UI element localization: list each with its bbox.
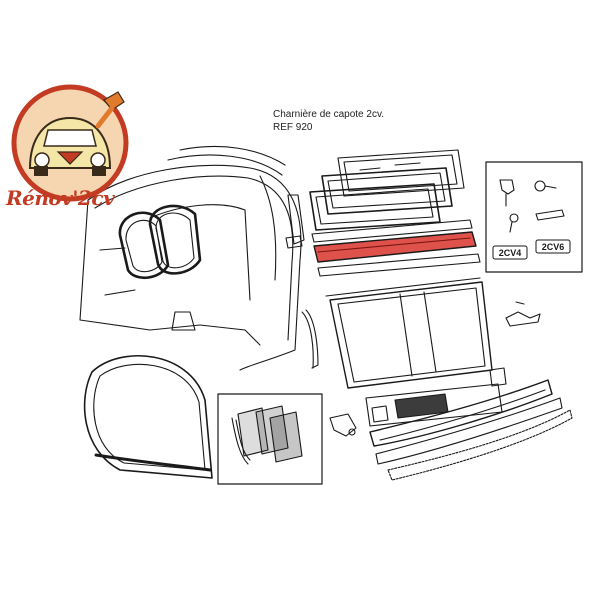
latch-bracket — [329, 413, 357, 437]
wheel-arch-cover — [83, 354, 213, 479]
rear-window-frame-set — [309, 149, 465, 231]
body-shell-outline — [79, 145, 302, 371]
badge-2cv4: 2CV4 — [492, 245, 528, 260]
hinge-bracket — [505, 301, 541, 327]
rear-quarter-window-left — [118, 211, 170, 279]
upper-rail — [311, 219, 473, 243]
rubber-seal-strip — [387, 409, 573, 481]
pillar-trim — [285, 194, 319, 369]
logo-wrench-icon — [95, 91, 125, 129]
tail-light-inset-box — [217, 393, 323, 485]
hood-hinge-strip-highlighted — [313, 231, 477, 263]
part-caption: Charnière de capote 2cv. REF 920 — [273, 108, 384, 134]
logo-text: Rénov'2cv — [6, 186, 115, 210]
lower-rail — [317, 253, 481, 277]
tail-light-lens-pair — [231, 405, 303, 465]
caption-ref: REF 920 — [273, 122, 313, 133]
hardware-knob-part — [509, 213, 519, 233]
badge-2cv6-text: 2CV6 — [542, 242, 565, 252]
caption-title: Charnière de capote 2cv. — [273, 109, 384, 120]
renov2cv-logo — [11, 84, 129, 202]
trunk-lid — [325, 277, 493, 389]
hardware-pin-part — [535, 209, 565, 221]
hardware-bolt-part — [534, 180, 557, 192]
badge-2cv6: 2CV6 — [535, 239, 571, 254]
hardware-handle-part — [499, 179, 515, 207]
rear-bumper — [369, 379, 553, 447]
badge-2cv4-text: 2CV4 — [499, 248, 522, 258]
bumper-strip — [375, 397, 563, 465]
logo-car-icon — [28, 116, 112, 176]
rear-quarter-window-right — [148, 204, 202, 275]
